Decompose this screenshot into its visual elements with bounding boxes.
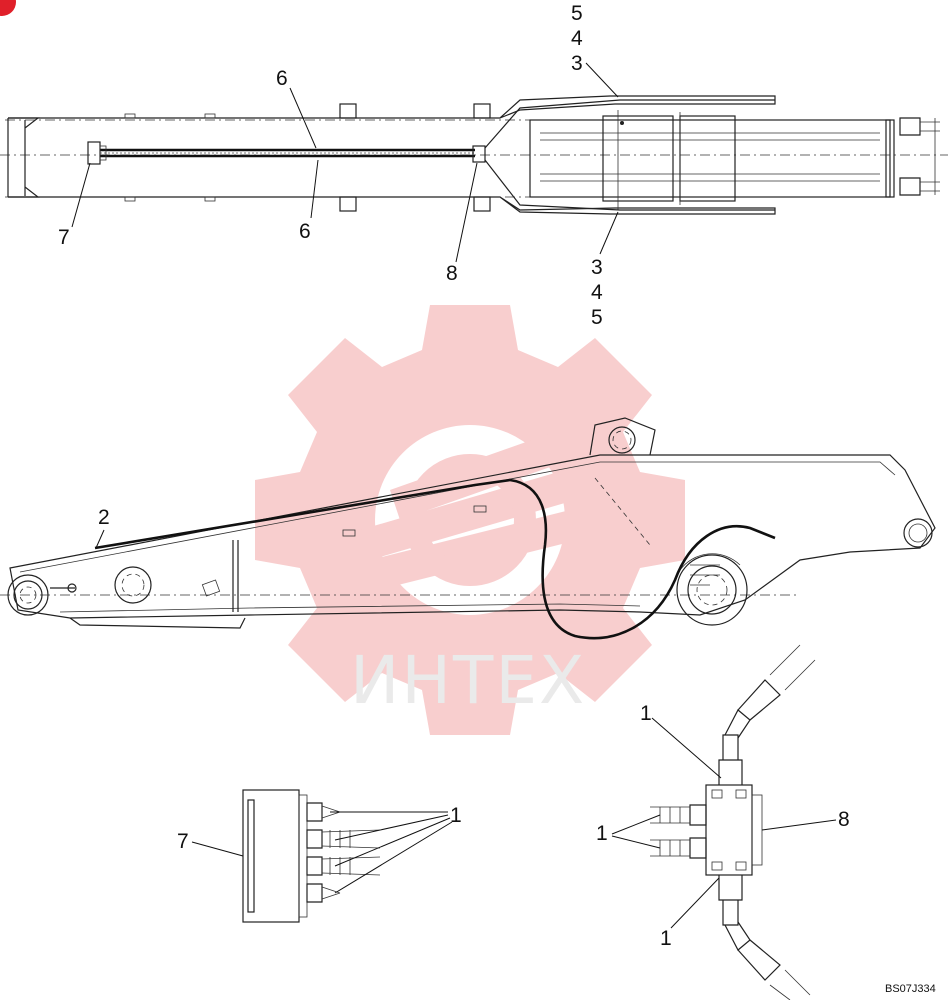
callout-3-top: 3 [571,52,583,75]
callout-8-top: 8 [446,262,458,285]
watermark-text: ИНТЕХ [350,642,586,719]
callout-3-bottom: 3 [591,256,603,279]
top-view-boom [0,95,948,215]
callout-5-bottom: 5 [591,306,603,329]
block-7-fittings [306,802,381,903]
callout-8-detail: 8 [838,808,850,831]
callout-1-detail-8-left: 1 [596,822,608,845]
corner-mark [0,0,16,16]
drawing-code: BS07J334 [885,983,936,995]
callout-6-upper: 6 [276,67,288,90]
callout-1-detail-7: 1 [450,804,462,827]
callout-4-bottom: 4 [591,281,603,304]
callout-4-top: 4 [571,27,583,50]
watermark: ИНТЕХ [255,305,685,735]
watermark-gear-logo [255,305,685,735]
detail-8: 1 1 1 8 [596,644,850,1000]
callout-2: 2 [98,506,110,529]
block-7-body [242,789,300,923]
side-view-callouts: 2 [95,506,110,549]
callout-1-detail-8-bottom: 1 [660,927,672,950]
top-view-callouts: 5 4 3 6 6 7 8 3 4 5 [58,2,619,329]
callout-5-top: 5 [571,2,583,25]
block-8-top [472,145,486,163]
detail-7: 7 1 [177,789,462,923]
callout-6-lower: 6 [299,220,311,243]
side-view-boom [0,417,936,640]
callout-7-top: 7 [58,226,70,249]
callout-1-detail-8-top: 1 [640,702,652,725]
block-8-side-fittings [650,804,707,859]
block-8-body [705,784,753,876]
callout-7-detail: 7 [177,830,189,853]
block-7-top [87,141,101,165]
